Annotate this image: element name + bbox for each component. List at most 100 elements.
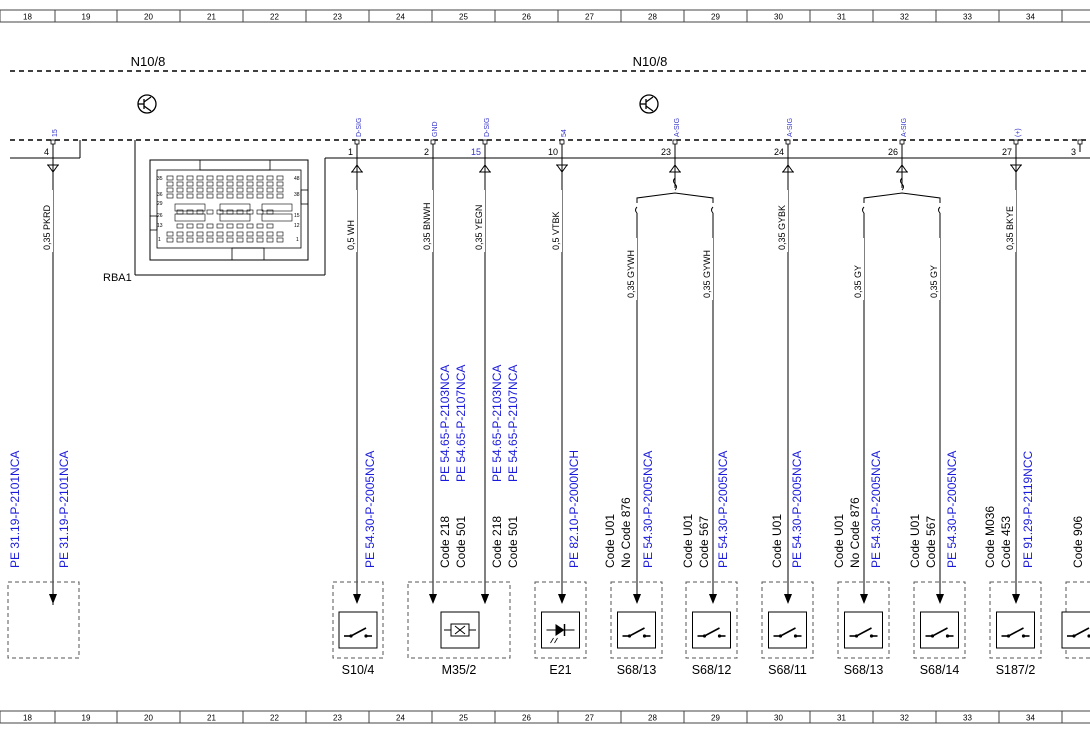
- connector-pin-label: 26: [157, 213, 163, 219]
- component-box: [407, 581, 511, 659]
- ruler-number: 31: [837, 13, 846, 22]
- connector-pin: [266, 193, 274, 199]
- component: S68/13: [558, 581, 663, 677]
- connector-pin: [261, 213, 293, 222]
- pin-number: 2: [424, 147, 429, 157]
- connector-pin: [256, 181, 264, 187]
- connector-pin: [236, 187, 244, 193]
- pin-number: 26: [888, 147, 898, 157]
- connector-pin: [226, 231, 234, 237]
- pin-number: 4: [44, 147, 49, 157]
- connector-pin: [216, 237, 224, 243]
- component-label: S68/12: [692, 663, 732, 677]
- connector-pin-label: 1: [158, 237, 161, 243]
- reference-label: PE 91.29-P-2119NCC: [1021, 450, 1035, 568]
- connector-pin: [186, 209, 194, 215]
- connector-pin: [236, 223, 244, 229]
- component: M35/2: [407, 581, 511, 677]
- wire-label-bg: [1004, 190, 1016, 252]
- wire-label: 0,35 BKYE: [1005, 206, 1015, 250]
- connector-pin: [276, 193, 284, 199]
- component-box: [1065, 581, 1090, 659]
- connector-pin-label: 29: [157, 201, 163, 207]
- signal-label: A-SIG: [674, 118, 681, 137]
- signal-label: A-SIG: [787, 118, 794, 137]
- ruler-number: 23: [333, 714, 342, 723]
- pin-number: 10: [548, 147, 558, 157]
- connector-pin: [176, 175, 184, 181]
- ruler-number: 33: [963, 714, 972, 723]
- connector-pin: [206, 209, 214, 215]
- ruler-number: 33: [963, 13, 972, 22]
- pin-terminal: [1077, 139, 1083, 145]
- connector-pin: [166, 193, 174, 199]
- arrow-head-icon: [633, 594, 641, 604]
- code-label: Code 501: [506, 516, 520, 568]
- connector-pin: [174, 213, 206, 222]
- pin-terminal: [50, 139, 56, 145]
- ruler-number: 22: [270, 13, 279, 22]
- connector-pin: [216, 231, 224, 237]
- ruler-number: 27: [585, 714, 594, 723]
- wire-label: 0,35 GYWH: [702, 250, 712, 298]
- wire-label-bg: [852, 238, 864, 300]
- ruler-number: 20: [144, 714, 153, 723]
- signal-label: 15: [52, 129, 59, 137]
- connector-pin: [196, 175, 204, 181]
- signal-label: D-SIG: [484, 118, 491, 137]
- reference-label: PE 82.10-P-2000NCH: [567, 450, 581, 568]
- pins: 154D-SIG1GND2D-SIG155410A-SIG23A-SIG24A-…: [44, 118, 1083, 157]
- connector-pin: [276, 231, 284, 237]
- connector-pin: [206, 193, 214, 199]
- transistor-icon: [137, 94, 157, 114]
- connector-pin: [186, 175, 194, 181]
- ruler-number: 27: [585, 13, 594, 22]
- reference-label: PE 54.30-P-2005NCA: [945, 451, 959, 568]
- connector-pin: [206, 181, 214, 187]
- component-label: M35/2: [442, 663, 477, 677]
- arrow-head-icon: [784, 594, 792, 604]
- connector-pin: [256, 193, 264, 199]
- connector-pin-label: 35: [157, 176, 163, 182]
- connector-pin: [266, 187, 274, 193]
- connector-pin: [196, 231, 204, 237]
- ruler-number: 21: [207, 13, 216, 22]
- reference-label: PE 54.65-P-2103NCA: [438, 365, 452, 482]
- connector-pin: [176, 193, 184, 199]
- ruler-number: 21: [207, 714, 216, 723]
- connector-pin-label: 36: [157, 192, 163, 198]
- ruler-number: 19: [82, 13, 91, 22]
- component: S10/4: [332, 581, 384, 677]
- connector-pin: [216, 187, 224, 193]
- wire-label-bg: [928, 238, 940, 300]
- reference-label: PE 54.30-P-2005NCA: [363, 451, 377, 568]
- wire-label-bg: [776, 190, 788, 252]
- component-label: S187/2: [996, 663, 1036, 677]
- unit-label: N10/8: [131, 54, 166, 69]
- connector-pin: [256, 231, 264, 237]
- pin-terminal: [1013, 139, 1019, 145]
- connector-pin: [206, 223, 214, 229]
- connector-label: RBA1: [103, 272, 132, 284]
- connector-pin: [276, 175, 284, 181]
- connector-pin: [176, 209, 184, 215]
- pin-number: 15: [471, 147, 481, 157]
- pin-number: 24: [774, 147, 784, 157]
- connector-pin: [206, 231, 214, 237]
- connector-pin: [226, 209, 234, 215]
- pin-terminal: [672, 139, 678, 145]
- connector-pin: [166, 175, 174, 181]
- switch-icon: [1061, 611, 1090, 649]
- connector-pin: [246, 231, 254, 237]
- switch-icon: [920, 611, 959, 649]
- ruler-number: 20: [144, 13, 153, 22]
- component: S187/2: [936, 581, 1042, 677]
- connector-pin: [246, 223, 254, 229]
- wire-break-icon: [900, 177, 904, 191]
- connector-pin: [196, 193, 204, 199]
